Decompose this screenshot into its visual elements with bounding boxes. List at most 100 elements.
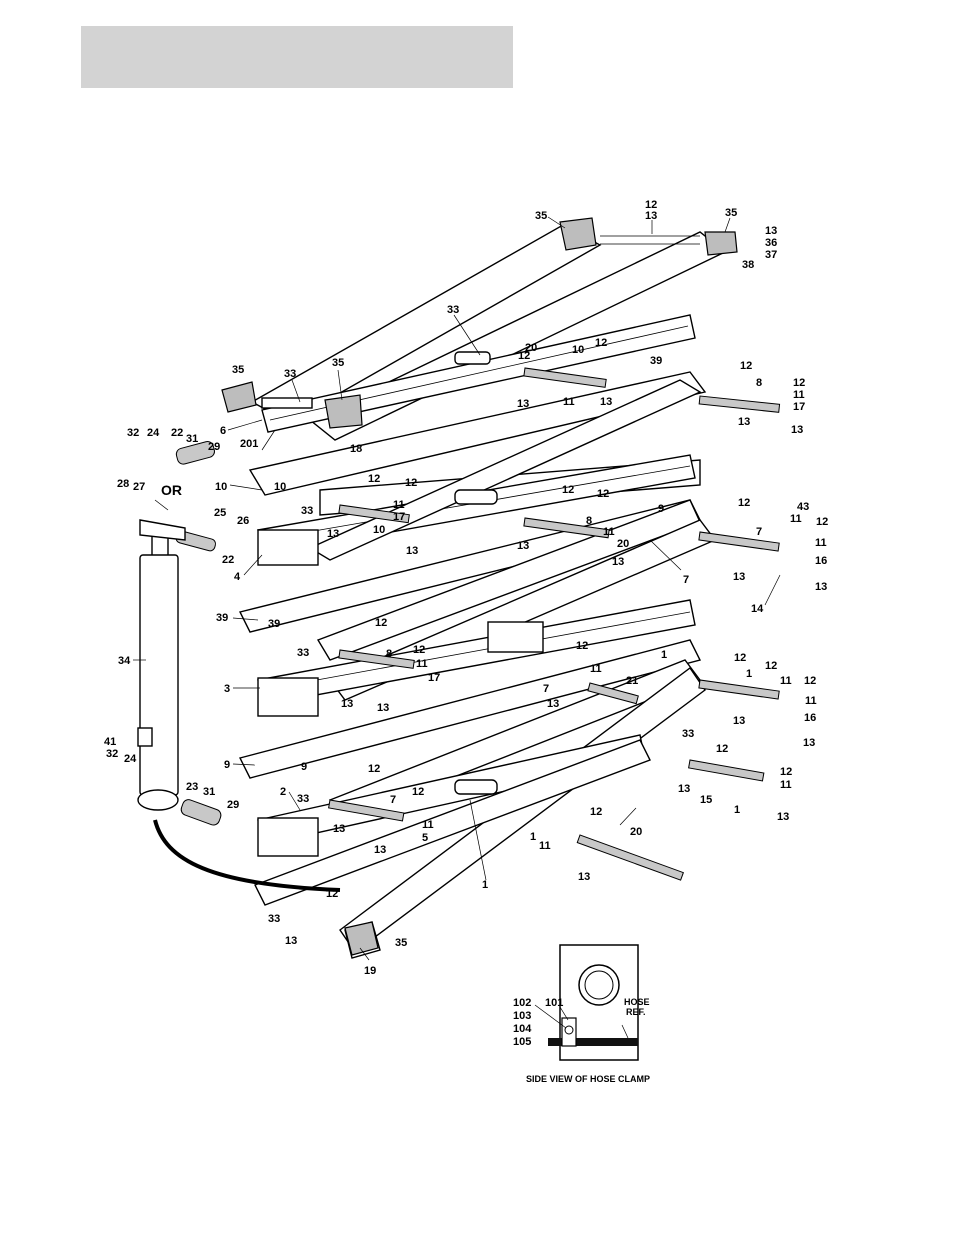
callout-16: 16 <box>804 712 816 724</box>
callout-1: 1 <box>734 804 740 816</box>
callout-8: 8 <box>756 377 762 389</box>
callout-12: 12 <box>576 640 588 652</box>
callout-12: 12 <box>595 337 607 349</box>
callout-13: 13 <box>600 396 612 408</box>
callout-12: 12 <box>597 488 609 500</box>
callout-17: 17 <box>393 511 405 523</box>
callout-32: 32 <box>127 427 139 439</box>
callout-38: 38 <box>742 259 754 271</box>
callout-11: 11 <box>416 658 428 670</box>
callout-12: 12 <box>590 806 602 818</box>
callout-10: 10 <box>274 481 286 493</box>
callout-12: 12 <box>793 377 805 389</box>
callout-13: 13 <box>738 416 750 428</box>
callout-13: 13 <box>406 545 418 557</box>
callout-29: 29 <box>208 441 220 453</box>
arm-assembly-top <box>250 224 727 441</box>
callout-13: 13 <box>803 737 815 749</box>
header-bar <box>81 26 513 88</box>
callout-13: 13 <box>374 844 386 856</box>
callout-13: 13 <box>791 424 803 436</box>
callout-13: 13 <box>285 935 297 947</box>
callout-13: 13 <box>517 398 529 410</box>
callout-105: 105 <box>513 1036 531 1048</box>
callout-7: 7 <box>390 794 396 806</box>
callout-5: 5 <box>422 832 428 844</box>
callout-13: 13 <box>578 871 590 883</box>
callout-32: 32 <box>106 748 118 760</box>
callout-9: 9 <box>224 759 230 771</box>
or-label: OR <box>161 482 182 498</box>
callout-102: 102 <box>513 997 531 1009</box>
callout-20: 20 <box>525 342 537 354</box>
callout-11: 11 <box>393 499 405 511</box>
callout-13: 13 <box>333 823 345 835</box>
callout-35: 35 <box>232 364 244 376</box>
callout-10: 10 <box>373 524 385 536</box>
callout-24: 24 <box>147 427 160 439</box>
callout-20: 20 <box>630 826 642 838</box>
callout-13: 13 <box>645 210 657 222</box>
arm-assembly-bottom <box>254 659 706 959</box>
callout-11: 11 <box>780 779 792 791</box>
callout-12: 12 <box>375 617 387 629</box>
callout-12: 12 <box>562 484 574 496</box>
callout-11: 11 <box>590 663 602 675</box>
callout-27: 27 <box>133 481 145 493</box>
callout-39: 39 <box>216 612 228 624</box>
callout-6: 6 <box>220 425 226 437</box>
callout-7: 7 <box>756 526 762 538</box>
hydraulic-cylinder <box>137 519 341 892</box>
hose-clamp-detail <box>548 944 639 1061</box>
callout-11: 11 <box>790 513 802 525</box>
callout-11: 11 <box>563 396 575 408</box>
callout-13: 13 <box>733 571 745 583</box>
callout-31: 31 <box>203 786 215 798</box>
callout-11: 11 <box>422 819 434 831</box>
callout-41: 41 <box>104 736 116 748</box>
callout-labels: 35 12 13 35 13 36 37 38 33 35 33 35 6 18… <box>104 199 828 1084</box>
callout-7: 7 <box>543 683 549 695</box>
callout-4: 4 <box>234 571 241 583</box>
hose-clamp-caption: SIDE VIEW OF HOSE CLAMP <box>526 1074 650 1084</box>
callout-2: 2 <box>280 786 286 798</box>
callout-35: 35 <box>535 210 547 222</box>
callout-9: 9 <box>301 761 307 773</box>
callout-35: 35 <box>725 207 737 219</box>
callout-13: 13 <box>733 715 745 727</box>
callout-12: 12 <box>780 766 792 778</box>
callout-9: 9 <box>658 503 664 515</box>
callout-10: 10 <box>215 481 227 493</box>
callout-101: 101 <box>545 997 563 1009</box>
callout-12: 12 <box>734 652 746 664</box>
callout-11: 11 <box>603 526 615 538</box>
callout-1: 1 <box>482 879 488 891</box>
callout-15: 15 <box>700 794 712 806</box>
callout-34: 34 <box>118 655 131 667</box>
callout-12: 12 <box>413 644 425 656</box>
callout-25: 25 <box>214 507 226 519</box>
callout-12: 12 <box>412 786 424 798</box>
leader-lines <box>133 216 781 1029</box>
callout-18: 18 <box>350 443 362 455</box>
callout-20: 20 <box>617 538 629 550</box>
callout-8: 8 <box>586 515 592 527</box>
callout-43: 43 <box>797 501 809 513</box>
callout-1: 1 <box>530 831 536 843</box>
callout-13: 13 <box>517 540 529 552</box>
callout-17: 17 <box>793 401 805 413</box>
callout-21: 21 <box>626 675 638 687</box>
callout-1: 1 <box>746 668 752 680</box>
callout-17: 17 <box>428 672 440 684</box>
callout-35: 35 <box>395 937 407 949</box>
callout-33: 33 <box>447 304 459 316</box>
callout-31: 31 <box>186 433 198 445</box>
callout-12: 12 <box>738 497 750 509</box>
callout-33: 33 <box>268 913 280 925</box>
callout-13: 13 <box>327 528 339 540</box>
arm-assembly-lower <box>238 499 717 779</box>
shafts <box>175 367 781 881</box>
callout-13: 13 <box>612 556 624 568</box>
callout-13: 13 <box>341 698 353 710</box>
callout-12: 12 <box>645 199 657 211</box>
